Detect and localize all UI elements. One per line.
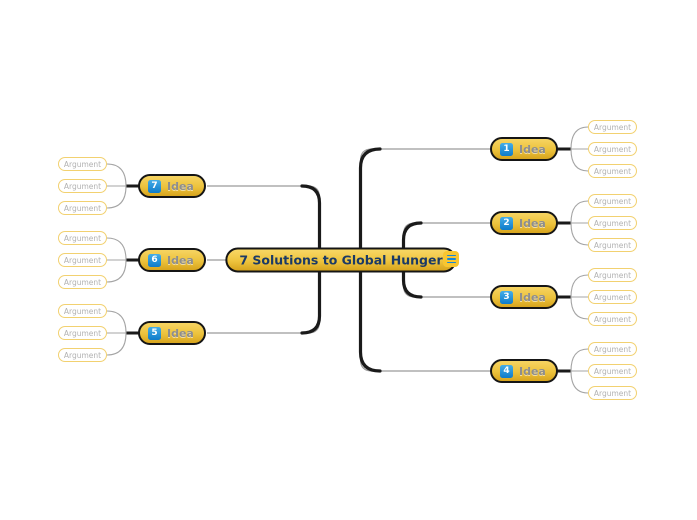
argument-node[interactable]: Argument — [58, 231, 107, 245]
connector-line — [570, 222, 589, 246]
root-node-label: 7 Solutions to Global Hunger — [239, 252, 443, 268]
idea-node-label: Idea — [519, 290, 546, 304]
argument-node[interactable]: Argument — [588, 312, 637, 326]
argument-node[interactable]: Argument — [588, 238, 637, 252]
idea-node-6[interactable]: 6 Idea — [138, 248, 206, 272]
idea-node-4[interactable]: 4 Idea — [490, 359, 558, 383]
argument-node[interactable]: Argument — [588, 120, 637, 134]
argument-node[interactable]: Argument — [58, 179, 107, 193]
hamburger-icon[interactable] — [443, 251, 459, 267]
argument-node[interactable]: Argument — [58, 201, 107, 215]
argument-node[interactable]: Argument — [588, 290, 637, 304]
argument-node[interactable]: Argument — [588, 342, 637, 356]
number-badge: 4 — [500, 364, 513, 378]
connector-line — [106, 332, 127, 356]
number-badge: 5 — [148, 326, 161, 340]
argument-node[interactable]: Argument — [58, 275, 107, 289]
idea-node-label: Idea — [519, 364, 546, 378]
idea-node-1[interactable]: 1 Idea — [490, 137, 558, 161]
argument-node[interactable]: Argument — [588, 364, 637, 378]
connector-line — [570, 348, 589, 372]
argument-node[interactable]: Argument — [588, 194, 637, 208]
connector-line — [106, 185, 127, 209]
idea-node-2[interactable]: 2 Idea — [490, 211, 558, 235]
idea-node-label: Idea — [167, 326, 194, 340]
number-badge: 1 — [500, 142, 513, 156]
connector-line — [570, 200, 589, 224]
number-badge: 7 — [148, 179, 161, 193]
argument-node[interactable]: Argument — [588, 386, 637, 400]
connector-line — [106, 310, 127, 334]
argument-node[interactable]: Argument — [58, 326, 107, 340]
connector-line — [570, 296, 589, 320]
idea-node-label: Idea — [519, 216, 546, 230]
connector-line — [106, 259, 127, 283]
idea-node-3[interactable]: 3 Idea — [490, 285, 558, 309]
argument-node[interactable]: Argument — [588, 164, 637, 178]
idea-node-label: Idea — [519, 142, 546, 156]
connector-line — [570, 274, 589, 298]
idea-node-label: Idea — [167, 179, 194, 193]
connector-line — [570, 126, 589, 150]
argument-node[interactable]: Argument — [58, 157, 107, 171]
number-badge: 3 — [500, 290, 513, 304]
argument-node[interactable]: Argument — [58, 348, 107, 362]
connector-line — [106, 163, 127, 187]
number-badge: 6 — [148, 253, 161, 267]
argument-node[interactable]: Argument — [58, 253, 107, 267]
connector-line — [570, 370, 589, 394]
number-badge: 2 — [500, 216, 513, 230]
idea-node-7[interactable]: 7 Idea — [138, 174, 206, 198]
idea-node-label: Idea — [167, 253, 194, 267]
argument-node[interactable]: Argument — [58, 304, 107, 318]
connector-line — [570, 148, 589, 172]
argument-node[interactable]: Argument — [588, 216, 637, 230]
argument-node[interactable]: Argument — [588, 268, 637, 282]
connector-line — [106, 237, 127, 261]
idea-node-5[interactable]: 5 Idea — [138, 321, 206, 345]
argument-node[interactable]: Argument — [588, 142, 637, 156]
root-node[interactable]: 7 Solutions to Global Hunger — [225, 247, 457, 273]
